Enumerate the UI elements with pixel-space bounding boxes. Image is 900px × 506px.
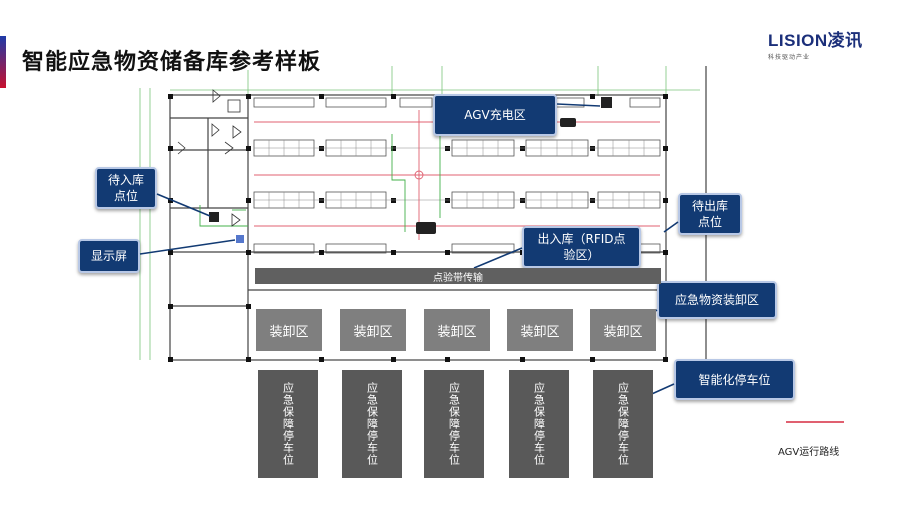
callout-io-rfid: 出入库（RFID点 验区） [522,226,641,268]
loading-bay-2: 装卸区 [340,309,406,351]
callout-outbound-point: 待出库 点位 [678,193,742,235]
lision-logo: LISION凌讯 科技驱动产业 [768,26,872,61]
loading-bay-5: 装卸区 [590,309,656,351]
parking-spot-1: 应急保障停车位 [258,370,318,478]
legend-agv-route-label: AGV运行路线 [778,447,840,458]
parking-spot-5: 应急保障停车位 [593,370,653,478]
callout-parking: 智能化停车位 [674,359,795,400]
parking-spot-4: 应急保障停车位 [509,370,569,478]
loading-bay-4: 装卸区 [507,309,573,351]
logo-tagline: 科技驱动产业 [768,54,811,61]
agv-route [254,110,660,240]
agv-robots [209,97,612,243]
loading-bay-1: 装卸区 [256,309,322,351]
rack-dividers [254,140,660,208]
callout-inbound-point: 待入库 点位 [95,167,157,209]
page-title: 智能应急物资储备库参考样板 [22,50,322,75]
loading-bay-3: 装卸区 [424,309,490,351]
grid-lines [139,66,700,360]
callout-display: 显示屏 [78,239,140,273]
title-accent-bar [0,36,6,88]
logo-brand: LISION凌讯 [768,31,863,50]
parking-spot-3: 应急保障停车位 [424,370,484,478]
conveyor-belt: 点验带传输 [255,268,661,284]
callout-loading-zone: 应急物资装卸区 [657,281,777,319]
door-symbols [177,89,242,227]
legend-agv-route-swatch [786,421,844,423]
parking-spot-2: 应急保障停车位 [342,370,402,478]
callout-agv-charging: AGV充电区 [433,94,557,136]
